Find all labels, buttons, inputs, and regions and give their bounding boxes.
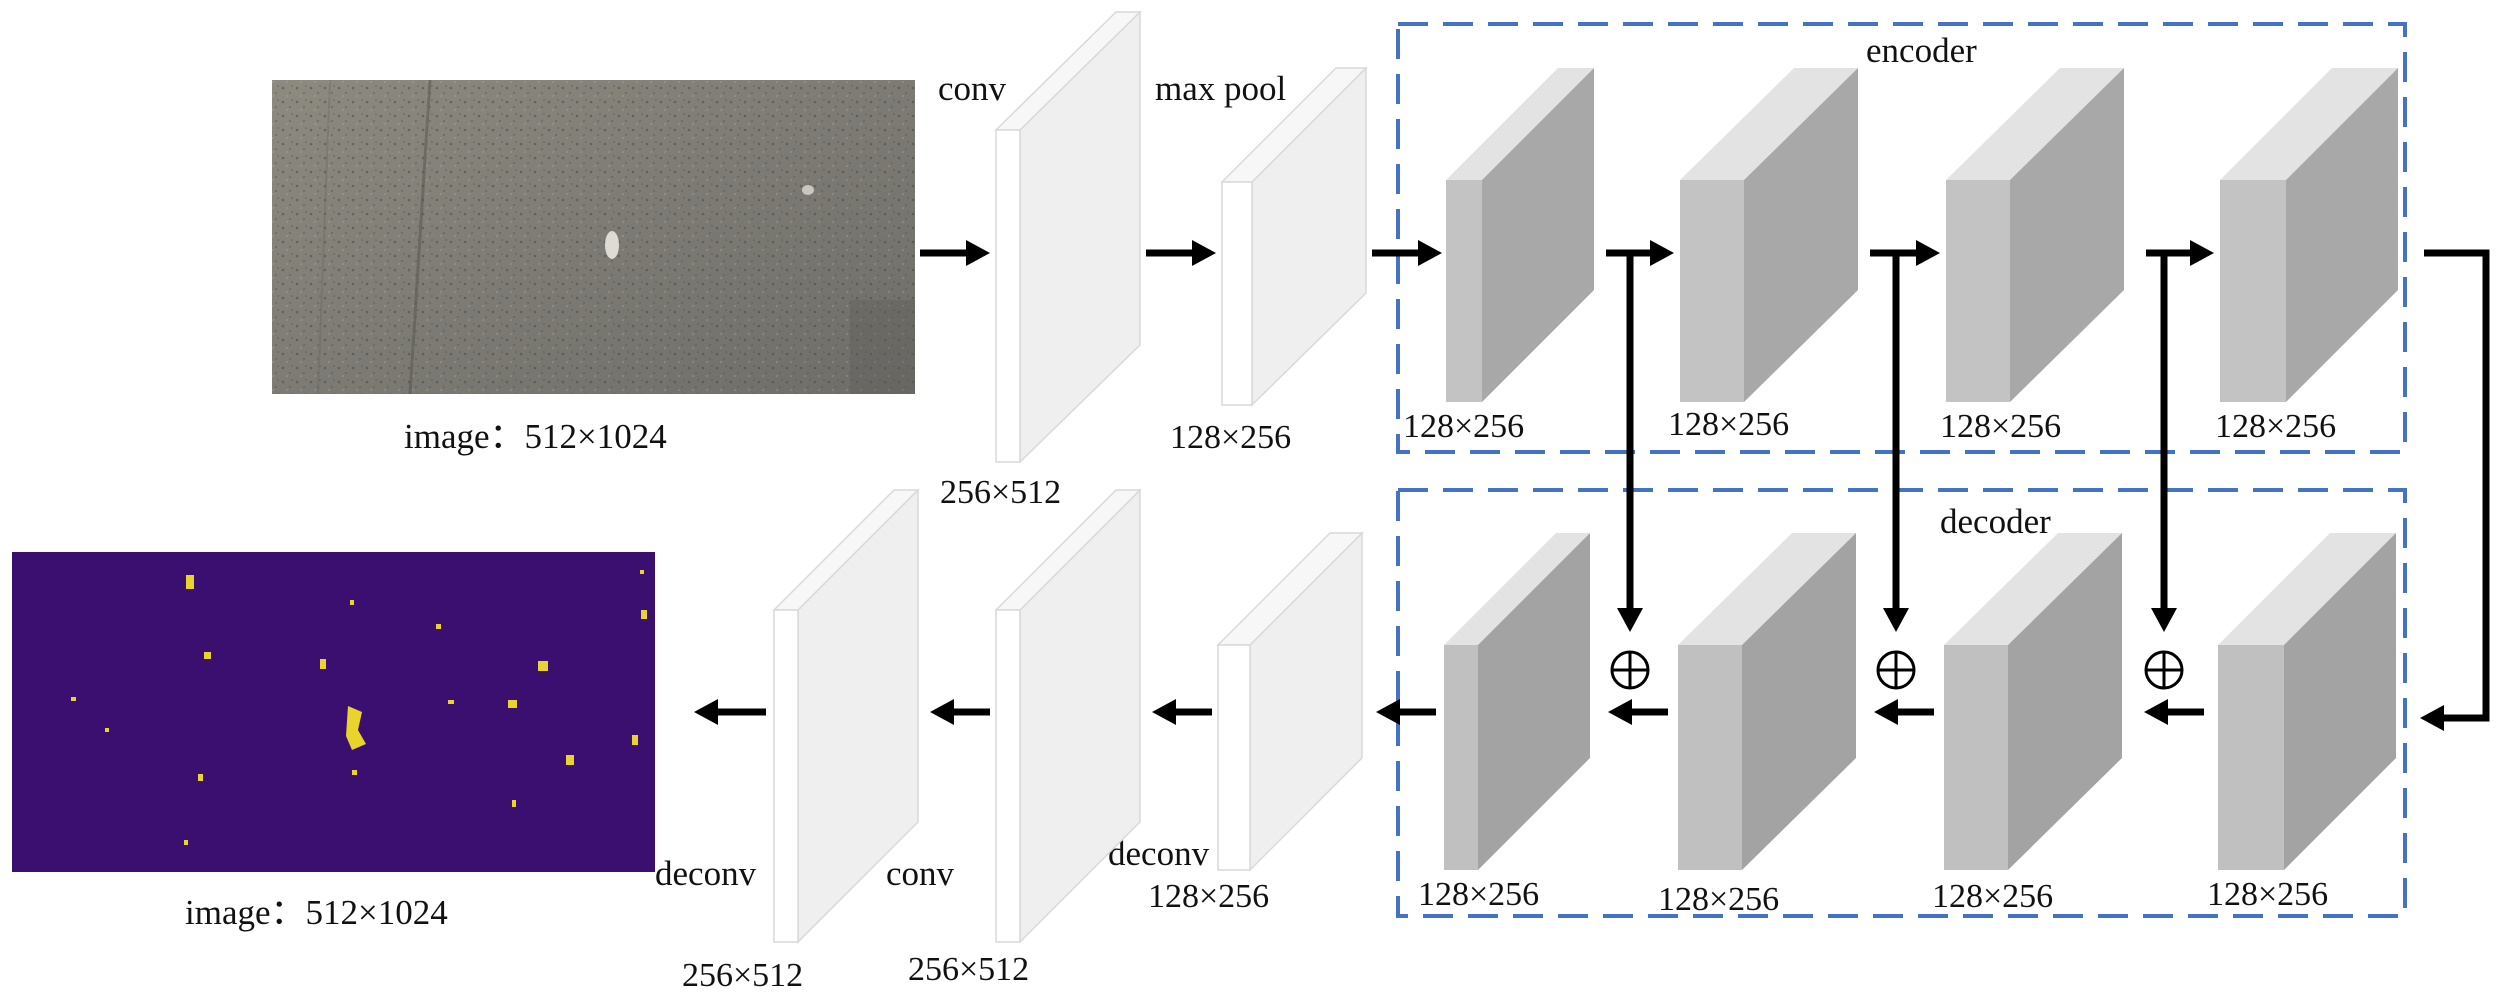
head-deconv1-label: deconv <box>1108 834 1210 873</box>
skip-connection-3 <box>2146 253 2182 688</box>
decoder-block-1-size: 128×256 <box>1418 876 1539 913</box>
stem-conv-plate <box>996 12 1140 462</box>
input-image <box>272 80 915 394</box>
output-image <box>12 552 655 872</box>
input-image-caption: image：512×1024 <box>404 417 667 456</box>
stem-conv-size: 256×512 <box>940 474 1061 511</box>
arrow-decoder-4-to-3 <box>2144 699 2204 725</box>
arrow-deconv1-to-conv <box>1152 699 1212 725</box>
arrow-encoder-1-to-2 <box>1606 240 1674 266</box>
encoder-block-1-size: 128×256 <box>1403 408 1524 445</box>
encoder-block-4 <box>2220 68 2398 402</box>
arrow-encoder-2-to-3 <box>1870 240 1940 266</box>
encoder-block-3-size: 128×256 <box>1940 408 2061 445</box>
arrow-deconv2-to-output <box>694 699 766 725</box>
decoder-block-4-size: 128×256 <box>2207 876 2328 913</box>
arrow-conv-to-deconv2 <box>930 699 990 725</box>
decoder-block-3-size: 128×256 <box>1932 878 2053 915</box>
stem-maxpool-label: max pool <box>1155 69 1287 108</box>
head-conv-plate <box>996 490 1140 942</box>
encoder-block-3 <box>1946 68 2124 402</box>
encoder-block-4-size: 128×256 <box>2215 408 2336 445</box>
head-deconv2-size: 256×512 <box>682 957 803 994</box>
arrow-decoder-2-to-1 <box>1608 699 1668 725</box>
head-conv-size: 256×512 <box>908 951 1029 988</box>
encoder-block-2 <box>1680 68 1858 402</box>
decoder-block-3 <box>1944 533 2122 870</box>
stem-conv-label: conv <box>938 69 1007 108</box>
arrow-decoder-to-deconv1 <box>1376 699 1436 725</box>
decoder-block-4 <box>2218 533 2396 870</box>
head-conv-label: conv <box>886 854 955 893</box>
skip-connection-2 <box>1878 253 1914 688</box>
head-deconv1-plate <box>1218 533 1362 870</box>
encoder-block-1 <box>1446 68 1594 402</box>
arrow-decoder-3-to-2 <box>1874 699 1934 725</box>
arrow-conv-to-maxpool <box>1146 240 1216 266</box>
decoder-block-2-size: 128×256 <box>1658 881 1779 918</box>
decoder-title: decoder <box>1940 502 2051 541</box>
skip-connection-1 <box>1612 253 1648 688</box>
arrow-maxpool-to-encoder <box>1372 240 1442 266</box>
arrow-input-to-conv <box>920 240 990 266</box>
arrow-encoder-3-to-4 <box>2146 240 2214 266</box>
arrow-encoder-to-decoder <box>2420 253 2486 731</box>
head-deconv1-size: 128×256 <box>1148 878 1269 915</box>
encoder-title: encoder <box>1866 31 1977 70</box>
stem-maxpool-plate <box>1222 68 1366 405</box>
decoder-block-1 <box>1444 533 1590 870</box>
stem-maxpool-size: 128×256 <box>1170 419 1291 456</box>
decoder-block-2 <box>1678 533 1856 870</box>
encoder-block-2-size: 128×256 <box>1668 406 1789 443</box>
output-image-caption: image：512×1024 <box>185 893 448 932</box>
head-deconv2-label: deconv <box>655 854 757 893</box>
